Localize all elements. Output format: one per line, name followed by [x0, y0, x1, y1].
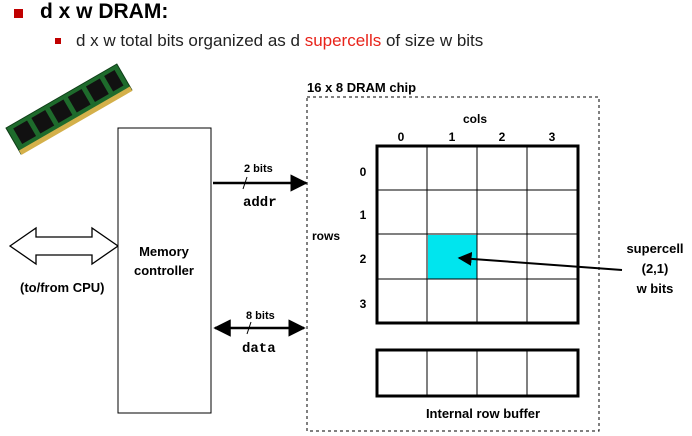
data-label: data: [242, 341, 276, 357]
supercell-label-3: w bits: [636, 281, 674, 296]
row-buffer: [375, 348, 580, 398]
row-buffer-label: Internal row buffer: [426, 406, 540, 421]
supercells-term: supercells: [304, 31, 382, 50]
cell-grid: [375, 144, 580, 325]
addr-width-label: 2 bits: [244, 163, 273, 175]
col-index: 2: [499, 130, 506, 144]
col-index: 0: [398, 130, 405, 144]
memory-controller-box: [117, 127, 212, 414]
slide-subtitle: d x w total bits organized as d supercel…: [76, 31, 483, 51]
supercell-highlight: [428, 235, 477, 279]
dram-chip-outline: [306, 96, 600, 432]
cols-label: cols: [463, 112, 487, 126]
slide-title: d x w DRAM:: [40, 0, 169, 23]
col-index: 3: [549, 130, 556, 144]
data-width-label: 8 bits: [246, 310, 275, 322]
supercell-pointer-arrow: [457, 251, 623, 271]
supercell-label-2: (2,1): [642, 261, 669, 276]
row-index: 1: [360, 208, 367, 222]
addr-label: addr: [243, 195, 277, 211]
chip-title: 16 x 8 DRAM chip: [307, 80, 416, 95]
row-index: 0: [360, 165, 367, 179]
addr-width-tick: [242, 176, 248, 190]
sub-bullet: [55, 38, 61, 44]
cpu-bus-arrow: [8, 226, 120, 266]
col-index: 1: [449, 130, 456, 144]
subtitle-text-1: d x w total bits organized as d: [76, 31, 305, 50]
memory-controller-label-1: Memory: [139, 244, 190, 259]
rows-label: rows: [312, 229, 340, 243]
subtitle-text-2: of size w bits: [381, 31, 484, 50]
row-index: 2: [360, 252, 367, 266]
supercell-label-1: supercell: [626, 241, 683, 256]
dram-module-image: [5, 63, 133, 155]
cpu-label: (to/from CPU): [20, 280, 105, 295]
row-index: 3: [360, 297, 367, 311]
heading-bullet: [14, 9, 23, 18]
memory-controller-label-2: controller: [134, 263, 194, 278]
data-width-tick: [246, 321, 252, 335]
